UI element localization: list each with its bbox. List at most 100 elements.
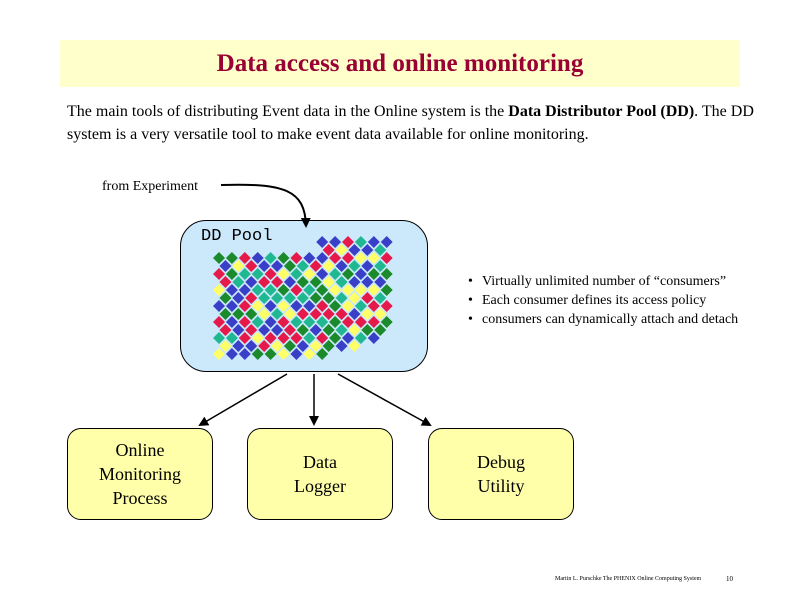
event-diamond bbox=[251, 300, 264, 312]
event-diamond bbox=[361, 292, 374, 304]
event-diamond bbox=[309, 292, 322, 304]
event-diamond bbox=[264, 252, 277, 264]
event-diamond bbox=[322, 276, 335, 288]
event-diamond bbox=[232, 260, 245, 272]
event-diamond bbox=[316, 300, 329, 312]
event-diamond bbox=[316, 236, 329, 248]
event-diamond bbox=[329, 332, 342, 344]
debug-utility-box: Debug Utility bbox=[428, 428, 574, 520]
slide-title: Data access and online monitoring bbox=[216, 49, 584, 77]
event-diamond bbox=[232, 324, 245, 336]
event-diamond bbox=[232, 292, 245, 304]
event-diamond bbox=[238, 300, 251, 312]
event-diamond bbox=[283, 292, 296, 304]
event-diamond bbox=[213, 252, 225, 264]
event-diamond bbox=[296, 292, 309, 304]
event-diamond bbox=[277, 332, 290, 344]
event-diamond bbox=[380, 268, 393, 280]
event-diamond bbox=[232, 308, 245, 320]
event-diamond bbox=[329, 268, 342, 280]
event-diamond bbox=[277, 348, 290, 360]
event-diamond bbox=[251, 268, 264, 280]
event-diamond bbox=[219, 292, 232, 304]
event-diamond bbox=[271, 324, 284, 336]
event-diamond bbox=[296, 308, 309, 320]
event-diamond bbox=[271, 276, 284, 288]
event-diamond bbox=[309, 340, 322, 352]
event-diamond bbox=[342, 284, 354, 296]
intro-text-3: . The DD system is a very versatile tool… bbox=[67, 103, 754, 143]
event-diamond bbox=[303, 268, 316, 280]
event-diamond bbox=[316, 252, 329, 264]
event-diamond bbox=[329, 284, 342, 296]
event-diamond bbox=[348, 340, 361, 352]
event-diamond bbox=[316, 348, 329, 360]
event-diamond bbox=[367, 316, 380, 328]
event-diamond-grid bbox=[213, 236, 393, 360]
event-diamond bbox=[296, 324, 309, 336]
event-diamond bbox=[380, 300, 393, 312]
event-diamond bbox=[342, 252, 354, 264]
bullet-item: consumers can dynamically attach and det… bbox=[468, 310, 738, 329]
event-diamond bbox=[225, 332, 238, 344]
event-diamond bbox=[309, 276, 322, 288]
event-diamond bbox=[303, 284, 316, 296]
event-diamond bbox=[342, 236, 354, 248]
event-diamond bbox=[335, 292, 348, 304]
event-diamond bbox=[361, 276, 374, 288]
event-diamond bbox=[245, 276, 258, 288]
event-diamond bbox=[342, 332, 354, 344]
event-diamond bbox=[354, 252, 367, 264]
event-diamond bbox=[245, 324, 258, 336]
event-diamond bbox=[367, 300, 380, 312]
event-diamond bbox=[238, 284, 251, 296]
event-diamond bbox=[354, 300, 367, 312]
online-monitoring-process-box: Online Monitoring Process bbox=[67, 428, 213, 520]
event-diamond bbox=[271, 308, 284, 320]
event-diamond bbox=[316, 316, 329, 328]
intro-bold-2: (DD) bbox=[660, 103, 695, 120]
event-diamond bbox=[309, 260, 322, 272]
event-diamond bbox=[283, 324, 296, 336]
event-diamond bbox=[225, 284, 238, 296]
event-diamond bbox=[361, 244, 374, 256]
event-diamond bbox=[225, 300, 238, 312]
event-diamond bbox=[219, 308, 232, 320]
event-diamond bbox=[335, 324, 348, 336]
event-diamond bbox=[329, 252, 342, 264]
event-diamond bbox=[213, 300, 225, 312]
arrow-to-debug-utility bbox=[337, 373, 432, 426]
event-diamond bbox=[271, 340, 284, 352]
event-diamond bbox=[367, 236, 380, 248]
event-diamond bbox=[283, 260, 296, 272]
event-diamond bbox=[374, 308, 387, 320]
event-diamond bbox=[374, 292, 387, 304]
event-diamond bbox=[361, 324, 374, 336]
event-diamond bbox=[290, 284, 303, 296]
event-diamond bbox=[361, 308, 374, 320]
intro-text-1: The main tools of distributing Event dat… bbox=[67, 103, 509, 120]
event-diamond bbox=[264, 348, 277, 360]
event-diamond bbox=[213, 348, 225, 360]
event-diamond bbox=[271, 260, 284, 272]
event-diamond bbox=[309, 324, 322, 336]
event-diamond bbox=[213, 268, 225, 280]
event-diamond bbox=[335, 308, 348, 320]
event-diamond bbox=[303, 332, 316, 344]
event-diamond bbox=[225, 348, 238, 360]
bullet-item: Each consumer defines its access policy bbox=[468, 291, 738, 310]
event-diamond bbox=[258, 292, 271, 304]
event-diamond bbox=[374, 324, 387, 336]
event-diamond bbox=[251, 348, 264, 360]
event-diamond bbox=[342, 268, 354, 280]
event-diamond bbox=[335, 340, 348, 352]
event-diamond bbox=[232, 276, 245, 288]
event-diamond bbox=[251, 316, 264, 328]
event-diamond bbox=[238, 252, 251, 264]
event-diamond bbox=[290, 300, 303, 312]
event-diamond bbox=[258, 276, 271, 288]
event-diamond bbox=[219, 340, 232, 352]
event-diamond bbox=[296, 340, 309, 352]
event-diamond bbox=[258, 324, 271, 336]
